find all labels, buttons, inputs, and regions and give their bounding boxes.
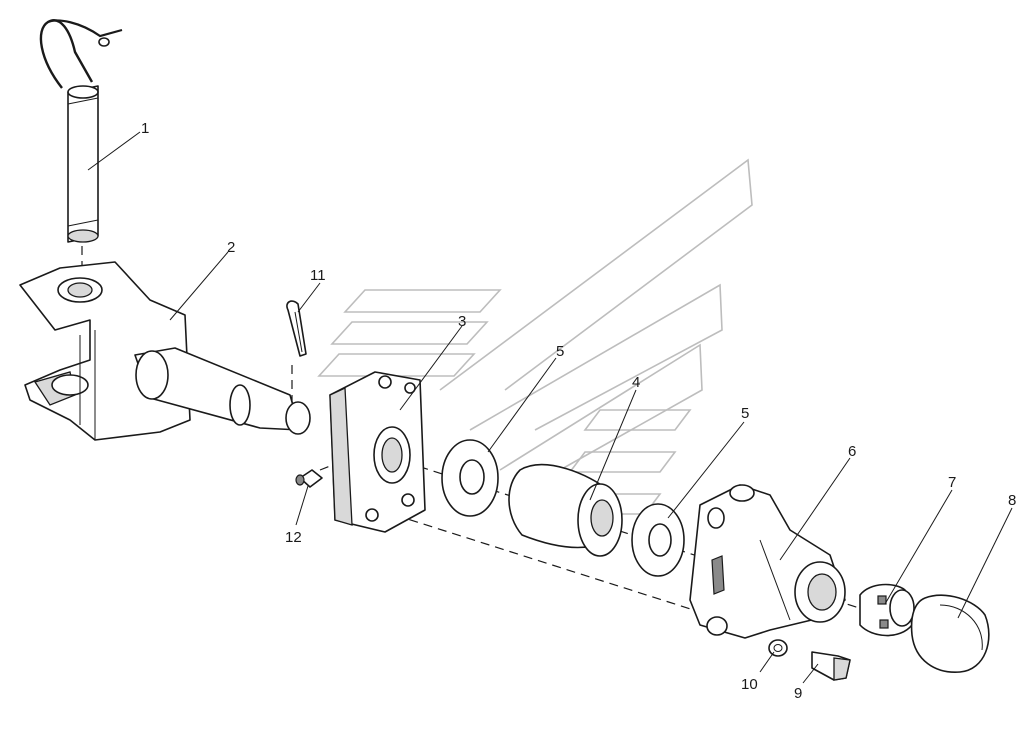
part-5-washer-upper: [441, 439, 499, 517]
part-2-axle-bracket: [19, 261, 311, 441]
callout-1: 1: [141, 120, 149, 137]
part-10-small-washer: [768, 639, 788, 657]
part-3-flange-plate: [329, 371, 426, 533]
part-11-cotter-pin: [286, 300, 307, 357]
callout-10: 10: [741, 676, 758, 693]
callout-numbers: 1 2 3 4 5 5 6 7 8 9 10 11 12: [141, 120, 1016, 702]
callout-12: 12: [285, 529, 302, 546]
callout-8: 8: [1008, 492, 1016, 509]
callout-5-lower: 5: [741, 405, 749, 422]
callout-2: 2: [227, 239, 235, 256]
callout-7: 7: [948, 474, 956, 491]
callout-5-upper: 5: [556, 343, 564, 360]
part-12-grease-nipple: [295, 469, 323, 488]
part-4-bushing: [508, 463, 623, 557]
part-7-castle-nut: [859, 583, 915, 637]
watermark-logo: [317, 158, 753, 515]
part-1-lynch-pin: [39, 19, 123, 243]
part-6-hub-housing: [689, 484, 846, 639]
leader-lines: [87, 131, 1013, 684]
callout-6: 6: [848, 443, 856, 460]
callout-4: 4: [632, 374, 640, 391]
part-5-washer-lower: [631, 503, 685, 577]
callout-3: 3: [458, 313, 466, 330]
part-9-bolt: [811, 651, 851, 681]
callout-9: 9: [794, 685, 802, 702]
part-8-dust-cap: [910, 594, 990, 673]
callout-11: 11: [310, 267, 326, 284]
